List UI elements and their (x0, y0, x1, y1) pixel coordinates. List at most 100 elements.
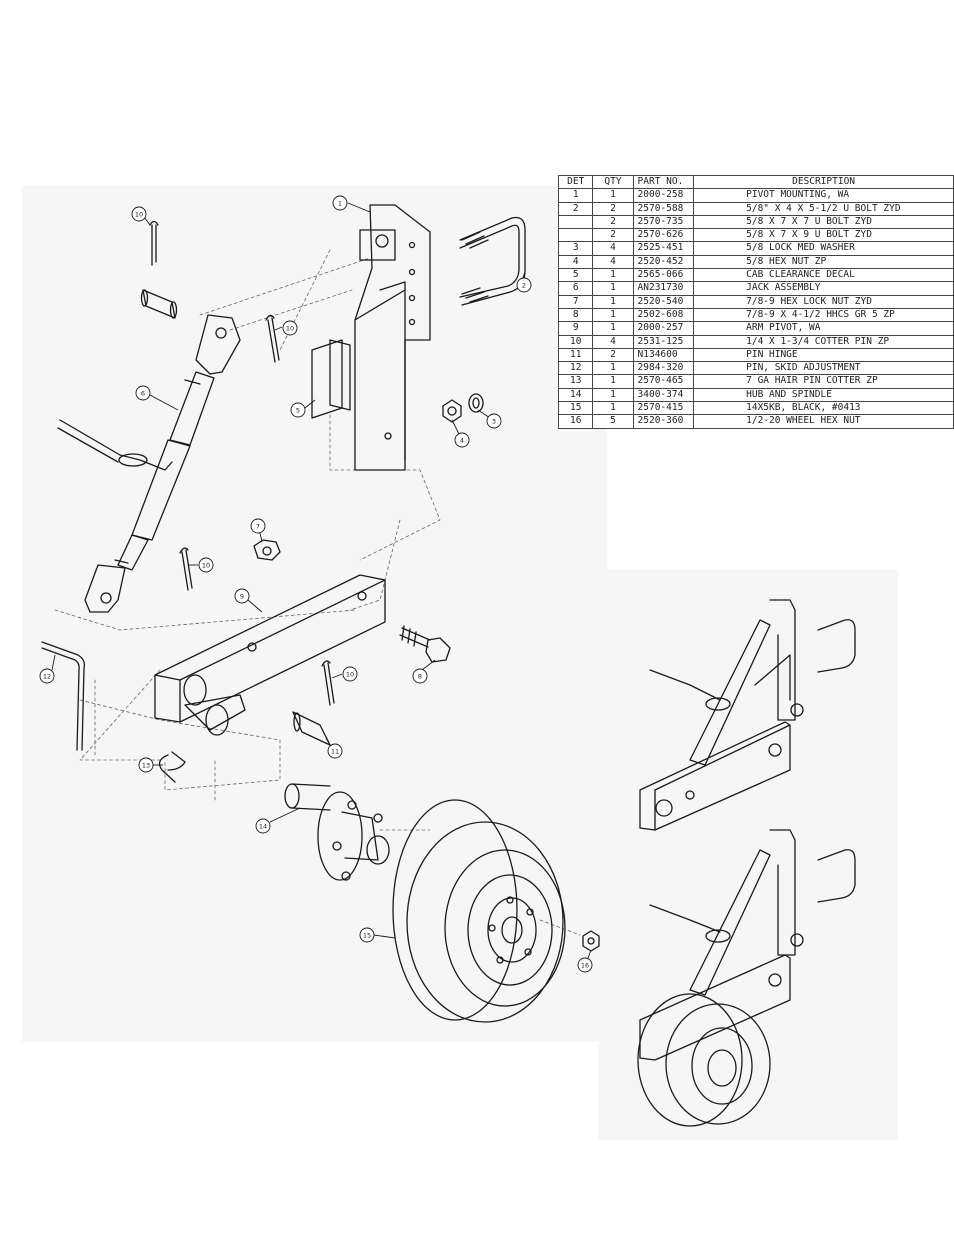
assembly-guide-lines (54, 249, 581, 936)
callout-15 (359, 927, 396, 943)
cell-det: 15 (557, 401, 594, 416)
cell-qty: 1 (592, 387, 634, 403)
callout-label-16: 16 (581, 962, 589, 970)
cell-det: 1 (557, 188, 594, 203)
callouts (39, 195, 593, 973)
cell-det: 7 (557, 294, 594, 309)
arm-pivot (154, 574, 386, 736)
callout-16 (577, 949, 593, 973)
callout-label-8: 8 (418, 673, 422, 681)
callout-label-1: 1 (338, 200, 342, 208)
cell-part-no: 2000-257 (632, 321, 695, 336)
cell-part-no: 2570-465 (632, 374, 695, 389)
parts-table-header: DET QTY PART NO. DESCRIPTION (557, 174, 954, 190)
callout-1 (332, 195, 371, 213)
cell-qty: 1 (592, 321, 634, 336)
callout-label-10a: 10 (135, 211, 143, 219)
callout-label-14: 14 (259, 823, 267, 831)
cell-qty: 1 (592, 307, 634, 323)
cell-part-no: N134600 (632, 347, 695, 363)
cell-det: 4 (557, 254, 594, 270)
pin-hinge-bottom (292, 711, 331, 746)
cell-det: 5 (557, 268, 594, 283)
hex-lock-nut (253, 539, 281, 561)
cell-qty: 4 (592, 241, 634, 256)
callout-14 (255, 807, 301, 834)
cell-part-no: 2502-608 (632, 307, 695, 323)
callout-labels: 1 2 3 4 5 6 7 8 9 10 10 10 10 11 12 13 1… (43, 200, 589, 970)
cell-qty: 1 (592, 374, 634, 389)
cab-clearance-decal (311, 339, 343, 419)
cell-qty: 4 (592, 254, 634, 270)
cell-qty: 2 (592, 201, 634, 216)
cell-qty: 1 (592, 268, 634, 283)
cell-part-no: 2570-588 (632, 201, 695, 216)
callout-label-11: 11 (331, 748, 339, 756)
cell-det: 11 (557, 347, 594, 363)
hair-pin-cotter (158, 751, 186, 783)
cell-det: 12 (557, 361, 594, 376)
cell-description: 14X5KB, BLACK, #0413 (693, 401, 954, 416)
u-bolt (459, 216, 526, 306)
cell-description: 7/8-9 X 4-1/2 HHCS GR 5 ZP (693, 307, 954, 323)
cell-det: 6 (557, 281, 594, 296)
callout-label-10b: 10 (286, 325, 294, 333)
cell-part-no: 2570-735 (632, 214, 695, 230)
callout-label-10d: 10 (346, 671, 354, 679)
cotter-pin-top-left (149, 220, 159, 266)
cell-description: 5/8 HEX NUT ZP (693, 254, 954, 270)
cell-description: JACK ASSEMBLY (693, 281, 954, 296)
cell-qty: 2 (592, 214, 634, 230)
cell-det: 9 (557, 321, 594, 336)
cell-part-no: 2525-451 (632, 241, 695, 256)
callout-2 (516, 271, 532, 293)
cell-part-no: AN231730 (632, 281, 695, 296)
cell-description: 5/8 LOCK MED WASHER (693, 241, 954, 256)
assembled-view-top (639, 599, 856, 831)
lock-washer-and-nut (442, 393, 484, 423)
cell-description: 7/8-9 HEX LOCK NUT ZYD (693, 294, 954, 309)
cell-part-no: 3400-374 (632, 387, 695, 403)
callout-11 (325, 737, 343, 759)
callout-label-9: 9 (240, 593, 244, 601)
jack-assembly (57, 314, 241, 613)
callout-13 (138, 757, 163, 773)
cell-qty: 1 (592, 281, 634, 296)
callout-label-10c: 10 (202, 562, 210, 570)
callout-label-12: 12 (43, 673, 51, 681)
cell-description: ARM PIVOT, WA (693, 321, 954, 336)
cell-part-no: 2000-258 (632, 188, 695, 203)
cotter-pin-arm (321, 660, 335, 706)
assembled-views-panel (598, 570, 898, 1140)
callout-4 (451, 419, 470, 448)
wheel (392, 799, 566, 1023)
callout-label-7: 7 (256, 523, 260, 531)
cell-description: 1/2-20 WHEEL HEX NUT (693, 414, 954, 429)
callout-label-6: 6 (141, 390, 145, 398)
cell-part-no: 2520-452 (632, 254, 695, 270)
cell-part-no: 2570-626 (632, 228, 695, 243)
callout-10c (188, 557, 214, 573)
cell-part-no: 2531-125 (632, 334, 695, 349)
wheel-hex-nut (582, 930, 600, 952)
pivot-mounting (329, 204, 431, 471)
callout-7 (250, 518, 266, 543)
cell-det: 16 (557, 414, 594, 429)
cotter-pin-mid-left (179, 547, 193, 591)
cotter-pin-mid-right (265, 314, 280, 363)
callout-10a (131, 206, 151, 226)
cell-description: 5/8 X 7 X 7 U BOLT ZYD (693, 214, 954, 230)
callout-9 (234, 588, 263, 613)
cell-description: PIVOT MOUNTING, WA (693, 188, 954, 203)
cell-description: PIN, SKID ADJUSTMENT (693, 361, 954, 376)
cell-det: 14 (557, 387, 594, 403)
cell-qty: 1 (592, 361, 634, 376)
cell-qty: 5 (592, 414, 634, 429)
